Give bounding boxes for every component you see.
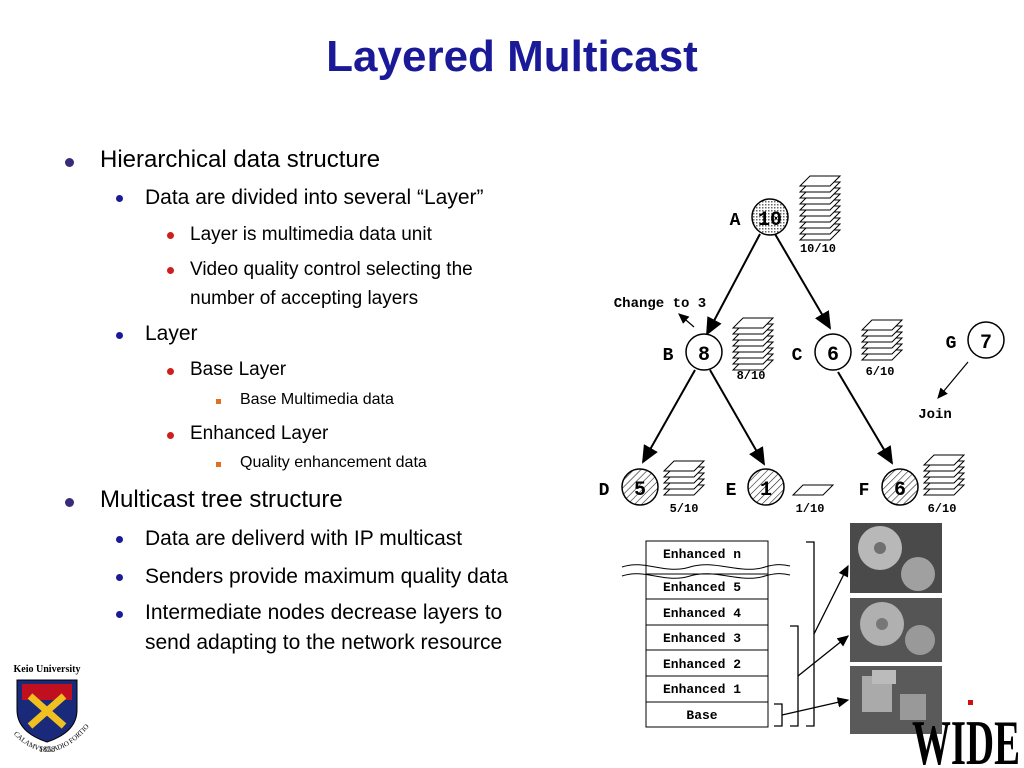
- node-c-value: 6: [827, 344, 839, 367]
- ratio-a: 10/10: [800, 242, 836, 256]
- bullet-inter-1: Intermediate nodes decrease layers to: [145, 601, 503, 624]
- slide-title: Layered Multicast: [326, 32, 698, 81]
- bullet-dot: [167, 267, 174, 274]
- bullet-dot: [65, 158, 74, 167]
- flower-image-high: [850, 523, 942, 593]
- bullet-square: [216, 399, 221, 404]
- bullet-dot: [65, 498, 74, 507]
- bullet-hierarchical: Hierarchical data structure: [100, 146, 381, 173]
- node-a: 10 A: [730, 198, 789, 236]
- ratio-d: 5/10: [670, 502, 699, 516]
- bullet-inter-2: send adapting to the network resource: [145, 631, 503, 654]
- change-label: Change to 3: [614, 296, 706, 312]
- node-f-letter: F: [859, 481, 870, 501]
- keio-motto: CALAMVS GLADIO FORTIOR: [0, 0, 91, 754]
- bullet-dot: [167, 368, 174, 375]
- join-label: Join: [918, 407, 952, 423]
- node-b: 8 B: [663, 333, 723, 371]
- layer-stack: [860, 319, 904, 361]
- layer-stack: [662, 460, 706, 496]
- node-g-letter: G: [946, 334, 957, 354]
- bullet-unit: Layer is multimedia data unit: [190, 224, 432, 245]
- layer-stack: [798, 175, 842, 241]
- layer-enhanced-4: Enhanced 4: [663, 606, 741, 621]
- bullet-dot: [116, 536, 123, 543]
- keio-year: 1858: [39, 745, 55, 754]
- layer-enhanced-n: Enhanced n: [663, 547, 741, 562]
- node-a-letter: A: [730, 211, 741, 231]
- node-d: 5 D: [599, 468, 659, 506]
- bullet-layer: Layer: [145, 322, 198, 345]
- wide-logo-text: WIDE: [912, 707, 1020, 768]
- bullet-dot: [116, 332, 123, 339]
- layer-table: Enhanced n Enhanced 5 Enhanced 4 Enhance…: [621, 540, 791, 728]
- tree-edges: [642, 233, 969, 466]
- bullet-square: [216, 462, 221, 467]
- bullet-senders: Senders provide maximum quality data: [145, 565, 509, 588]
- node-c-letter: C: [792, 346, 803, 366]
- bullet-dot: [167, 232, 174, 239]
- node-e: 1 E: [726, 468, 785, 506]
- node-f-value: 6: [894, 479, 906, 502]
- node-e-value: 1: [760, 479, 772, 502]
- bullet-enh-layer: Enhanced Layer: [190, 423, 329, 444]
- layer-brackets: [774, 541, 850, 727]
- bullet-multicast: Multicast tree structure: [100, 486, 343, 513]
- ratio-c: 6/10: [866, 365, 895, 379]
- node-e-letter: E: [726, 481, 737, 501]
- layer-base: Base: [686, 708, 717, 723]
- node-a-value: 10: [758, 209, 782, 232]
- layer-stack: [922, 454, 966, 496]
- flower-image-low: [850, 666, 942, 734]
- layer-stacks: [662, 175, 966, 496]
- layer-enhanced-5: Enhanced 5: [663, 580, 741, 595]
- bullet-quality: Quality enhancement data: [240, 454, 427, 471]
- ratio-e: 1/10: [796, 502, 825, 516]
- layer-enhanced-1: Enhanced 1: [663, 682, 741, 697]
- ratio-b: 8/10: [737, 369, 766, 383]
- flower-image-mid: [850, 598, 942, 662]
- wide-logo-dot: [968, 700, 973, 705]
- layer-stack: [731, 317, 775, 371]
- node-d-letter: D: [599, 481, 610, 501]
- wide-logo: WIDE: [912, 700, 1020, 768]
- bullet-dot: [167, 432, 174, 439]
- node-b-value: 8: [698, 344, 710, 367]
- bullet-base-layer: Base Layer: [190, 359, 287, 380]
- layer-enhanced-2: Enhanced 2: [663, 657, 741, 672]
- ratio-f: 6/10: [928, 502, 957, 516]
- bullet-dot: [116, 195, 123, 202]
- node-c: 6 C: [792, 333, 852, 371]
- node-b-letter: B: [663, 346, 674, 366]
- keio-logo: Keio University 1858 CALAMVS GLADIO FORT…: [0, 0, 91, 754]
- layer-enhanced-3: Enhanced 3: [663, 631, 741, 646]
- layer-stack: [791, 484, 835, 496]
- node-g-value: 7: [980, 332, 992, 355]
- bullet-ip: Data are deliverd with IP multicast: [145, 527, 463, 550]
- bullet-divided: Data are divided into several “Layer”: [145, 186, 484, 209]
- bullet-base-mm: Base Multimedia data: [240, 391, 394, 408]
- node-d-value: 5: [634, 479, 646, 502]
- bullet-video-2: number of accepting layers: [190, 288, 419, 309]
- node-f: 6 F: [859, 468, 919, 506]
- bullet-video-1: Video quality control selecting the: [190, 259, 473, 280]
- keio-name: Keio University: [14, 664, 81, 675]
- bullet-dot: [116, 574, 123, 581]
- node-g: 7 G: [946, 321, 1005, 359]
- bullet-dot: [116, 611, 123, 618]
